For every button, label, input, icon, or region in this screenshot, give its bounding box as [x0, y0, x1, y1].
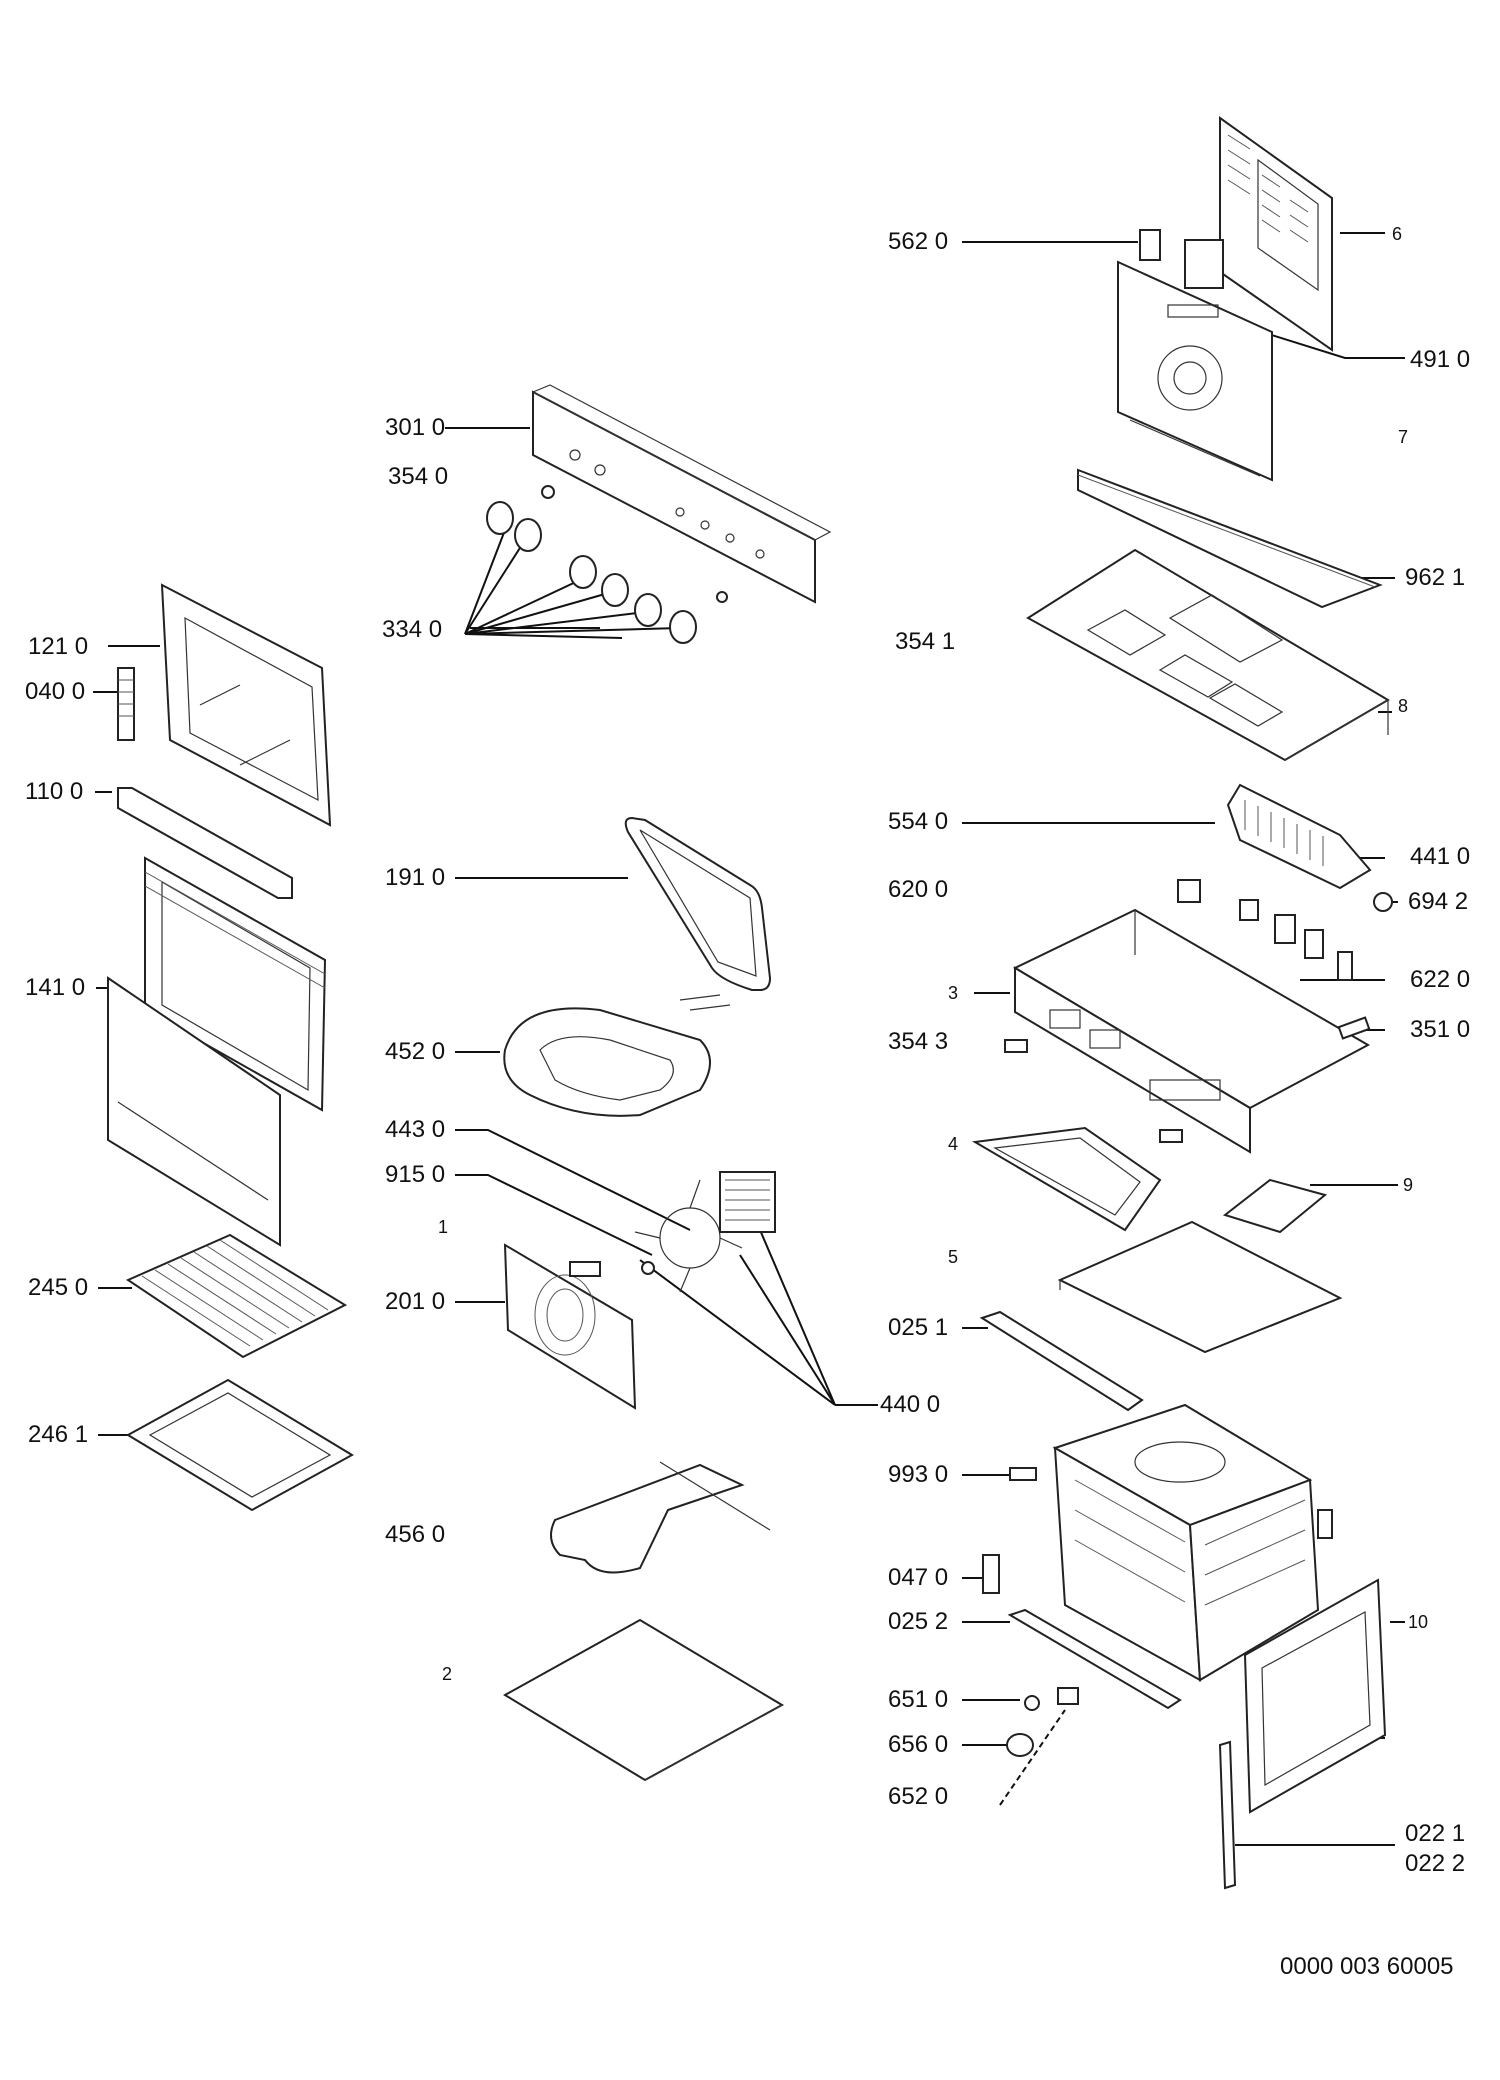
door-glass-outer [107, 976, 281, 1247]
label-022-1: 022 1 [1405, 1820, 1466, 1847]
label-656-0: 656 0 [888, 1731, 949, 1758]
label-10: 10 [1408, 1612, 1429, 1632]
control-panel [531, 384, 832, 604]
cover-9 [1222, 1178, 1328, 1234]
side-trim-022 [1218, 1740, 1237, 1890]
label-025-1: 025 1 [888, 1314, 949, 1341]
label-047-0: 047 0 [888, 1564, 949, 1591]
label-354-1: 354 1 [895, 628, 956, 655]
label-110-0: 110 0 [25, 778, 84, 805]
bottom-panel [503, 1618, 785, 1782]
label-554-0: 554 0 [888, 808, 949, 835]
tangential-fan [1226, 783, 1372, 890]
label-443-0: 443 0 [385, 1116, 446, 1143]
label-5: 5 [948, 1247, 959, 1267]
fan-cover [503, 1243, 637, 1410]
label-301-0: 301 0 [385, 414, 446, 441]
label-025-2: 025 2 [888, 1608, 949, 1635]
door-hinge [117, 667, 135, 741]
label-1: 1 [438, 1217, 449, 1237]
lamp-parts [1006, 1687, 1079, 1757]
label-652-0: 652 0 [888, 1783, 949, 1810]
label-040-0: 040 0 [25, 678, 86, 705]
screw-354 [541, 485, 555, 499]
rear-cover-panel [1219, 116, 1333, 352]
inner-door-frame [1243, 1578, 1387, 1814]
label-440-0: 440 0 [880, 1391, 941, 1418]
label-491-0: 491 0 [1410, 346, 1471, 373]
label-354-3: 354 3 [888, 1028, 949, 1055]
plate-5 [1057, 1220, 1343, 1354]
rail-025-1 [979, 1310, 1144, 1412]
label-620-0: 620 0 [888, 876, 949, 903]
part-047 [982, 1554, 1000, 1594]
grill-heating-element [503, 994, 731, 1117]
screw-354-3 [1004, 1039, 1183, 1143]
convection-fan [634, 1171, 776, 1293]
label-022-2: 022 2 [1405, 1850, 1466, 1877]
lower-heating-element [550, 1461, 771, 1574]
label-562-0: 562 0 [888, 228, 949, 255]
label-962-1: 962 1 [1405, 564, 1466, 591]
label-441-0: 441 0 [1410, 843, 1471, 870]
part-351 [1337, 1016, 1371, 1040]
label-3: 3 [948, 983, 959, 1003]
label-6: 6 [1392, 224, 1403, 244]
label-334-0: 334 0 [382, 616, 443, 643]
label-694-2: 694 2 [1408, 888, 1469, 915]
label-8: 8 [1398, 696, 1409, 716]
label-915-0: 915 0 [385, 1161, 446, 1188]
drawing-number: 0000 003 60005 [1280, 1953, 1454, 1980]
frame-4 [971, 1126, 1162, 1232]
label-4: 4 [948, 1134, 959, 1154]
oven-cavity [1052, 1403, 1333, 1682]
label-201-0: 201 0 [385, 1288, 446, 1315]
label-7: 7 [1398, 427, 1409, 447]
label-141-0: 141 0 [25, 974, 86, 1001]
label-191-0: 191 0 [385, 864, 446, 891]
back-plate [1117, 260, 1273, 482]
control-knobs [486, 501, 728, 644]
insulation-strip [1077, 468, 1383, 609]
label-651-0: 651 0 [888, 1686, 949, 1713]
baking-tray [125, 1378, 355, 1512]
part-694 [1373, 892, 1393, 912]
label-2: 2 [442, 1664, 453, 1684]
electronics-chassis [1012, 879, 1371, 1154]
label-246-1: 246 1 [28, 1421, 89, 1448]
door-gasket [624, 816, 772, 991]
label-452-0: 452 0 [385, 1038, 446, 1065]
part-562 [1139, 229, 1224, 289]
door-trim [117, 787, 293, 899]
label-9: 9 [1403, 1175, 1414, 1195]
door-glass-inner [144, 856, 327, 1112]
label-351-0: 351 0 [1410, 1016, 1471, 1043]
wire-shelf [125, 1233, 348, 1359]
label-622-0: 622 0 [1410, 966, 1471, 993]
top-cover [1026, 548, 1390, 762]
rail-025-2 [1007, 1608, 1182, 1710]
label-456-0: 456 0 [385, 1521, 446, 1548]
label-354-0: 354 0 [388, 463, 449, 490]
oven-door-outer [160, 583, 332, 827]
label-245-0: 245 0 [28, 1274, 89, 1301]
label-993-0: 993 0 [888, 1461, 949, 1488]
part-993 [1009, 1467, 1037, 1481]
label-121-0: 121 0 [28, 633, 89, 660]
